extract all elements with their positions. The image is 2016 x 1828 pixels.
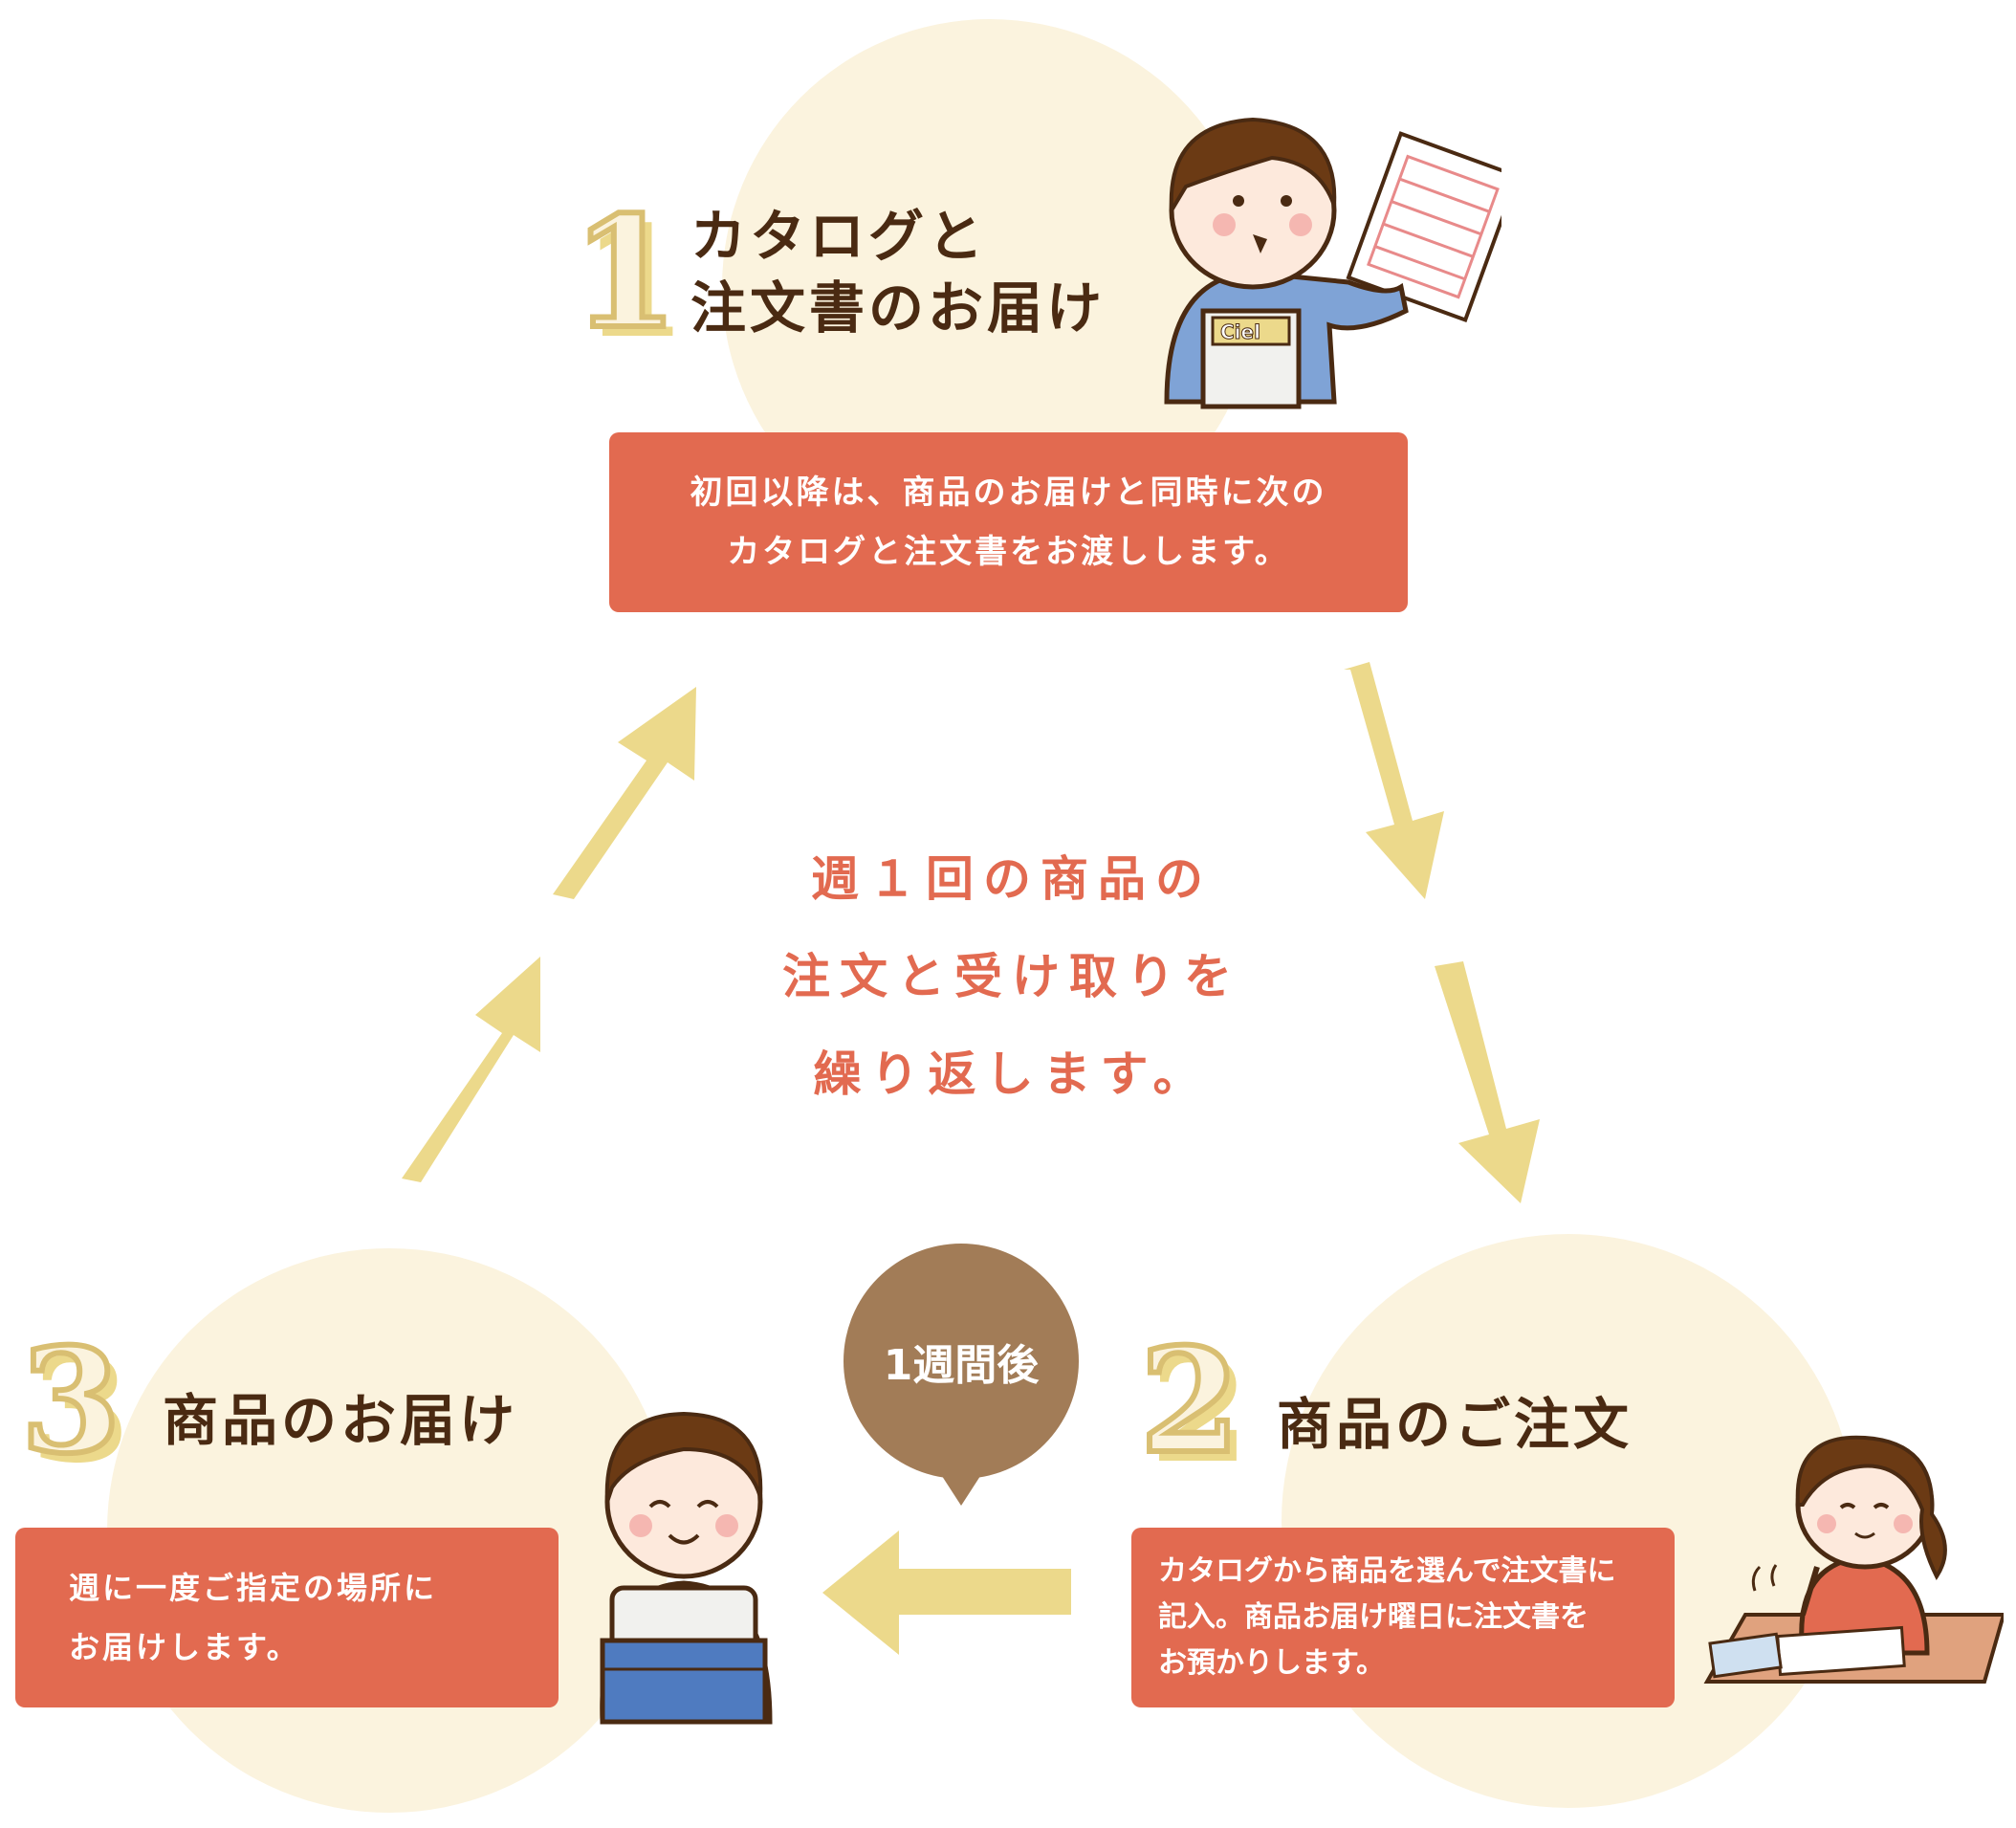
arrow-left	[822, 1531, 1071, 1655]
arrow-down-right-upper	[1344, 662, 1444, 899]
step1-description-box: 初回以降は、商品のお届けと同時に次の カタログと注文書をお渡しします。	[609, 432, 1408, 612]
step1-delivery-person-illustration: Ciel	[1164, 117, 1501, 409]
step2-description-box: カタログから商品を選んで注文書に 記入。商品お届け曜日に注文書を お預かりします…	[1131, 1528, 1675, 1707]
step3-number: 3	[18, 1317, 123, 1486]
cycle-description-line2: 注文と受け取りを	[782, 949, 1241, 1004]
arrow-up-right-upper	[553, 687, 696, 899]
step3-description-box: 週に一度ご指定の場所に お届けします。	[15, 1528, 559, 1707]
step2-circle	[1282, 1234, 1855, 1808]
step2-customer-writing-illustration	[1703, 1435, 2004, 1684]
cycle-description: 週１回の商品の 注文と受け取りを 繰り返します。	[677, 830, 1347, 1123]
one-week-later-label: 1週間後	[883, 1341, 1040, 1390]
arrow-down-right-lower	[1435, 961, 1540, 1203]
step3-description: 週に一度ご指定の場所に お届けします。	[69, 1570, 438, 1665]
step2-number: 2	[1137, 1317, 1242, 1486]
step1-title-line1: カタログと	[690, 204, 988, 269]
cycle-description-line3: 繰り返します。	[813, 1046, 1211, 1102]
step1-title-line2: 注文書のお届け	[690, 275, 1107, 341]
step1-number: 1	[569, 183, 681, 363]
arrow-up-right-lower	[402, 957, 540, 1182]
step1-description: 初回以降は、商品のお届けと同時に次の カタログと注文書をお渡しします。	[690, 474, 1327, 571]
step2-description: カタログから商品を選んで注文書に 記入。商品お届け曜日に注文書を お預かりします…	[1158, 1554, 1616, 1680]
cycle-description-line1: 週１回の商品の	[811, 851, 1213, 907]
one-week-later-bubble: 1週間後	[844, 1244, 1079, 1479]
catalog-logo: Ciel	[1220, 320, 1260, 343]
bubble-tail	[940, 1473, 982, 1506]
step2-title: 商品のご注文	[1277, 1392, 1633, 1457]
step1-title: カタログと 注文書のお届け	[690, 201, 1106, 345]
step3-delivery-person-illustration	[600, 1411, 773, 1725]
step3-title: 商品のお届け	[163, 1388, 519, 1453]
